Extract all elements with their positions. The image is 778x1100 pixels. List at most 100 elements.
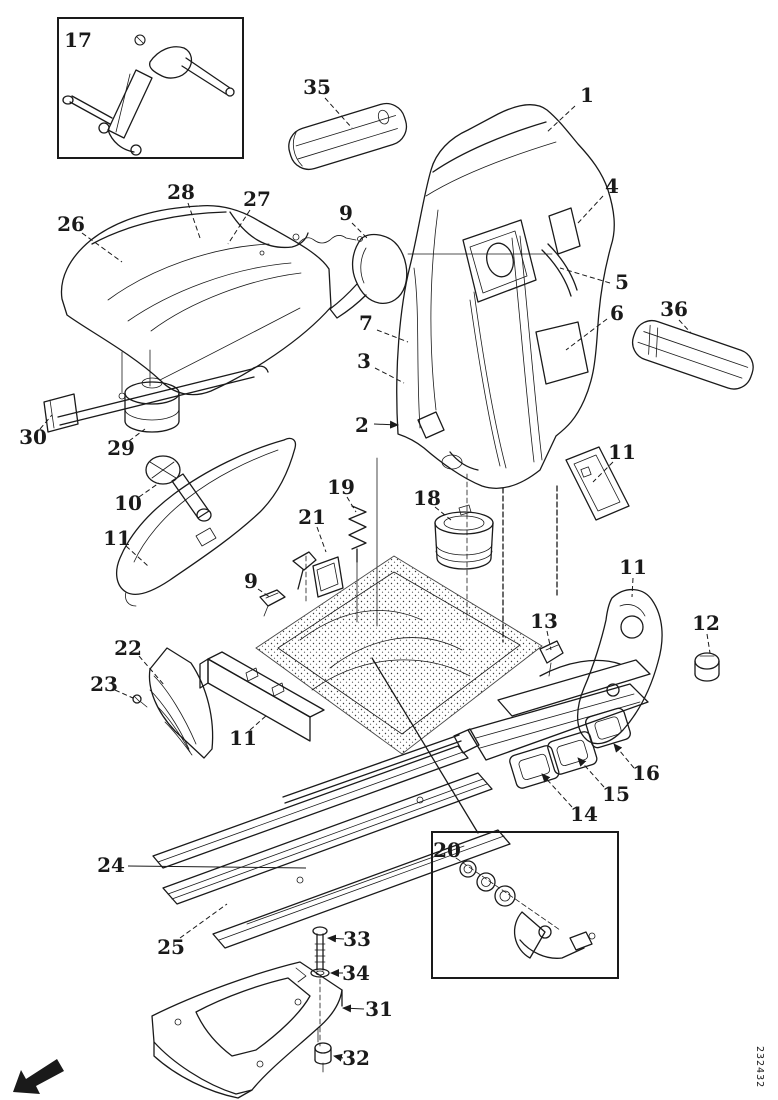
callout-leader-27 — [227, 209, 251, 245]
callout-leader-30 — [39, 414, 53, 430]
callout-label-7: 7 — [359, 311, 373, 335]
part-bolt-33 — [312, 926, 328, 971]
callout-label-5: 5 — [615, 270, 629, 294]
callout-leader-2 — [373, 420, 399, 429]
callout-label-27: 27 — [243, 187, 271, 211]
part-handle-10 — [145, 455, 212, 522]
callout-18: 18 — [413, 486, 452, 521]
callout-label-24: 24 — [97, 853, 125, 877]
part-headrest-guide-9 — [329, 233, 553, 319]
callout-label-10: 10 — [114, 491, 142, 515]
callout-24: 24 — [97, 853, 307, 877]
callout-11: 11 — [619, 555, 647, 598]
callout-leader-24 — [127, 865, 307, 869]
callout-leader-18 — [434, 506, 452, 521]
callout-label-30: 30 — [19, 425, 47, 449]
callout-leader-19 — [346, 496, 357, 513]
callout-label-19: 19 — [327, 475, 355, 499]
callout-label-11: 11 — [619, 555, 647, 579]
callout-label-12: 12 — [692, 611, 720, 635]
callout-label-23: 23 — [90, 672, 118, 696]
callout-label-33: 33 — [343, 927, 371, 951]
inset-reference-line-20 — [371, 657, 479, 834]
callout-label-11: 11 — [229, 726, 257, 750]
callout-label-11: 11 — [608, 440, 636, 464]
callout-leader-3 — [374, 367, 405, 384]
callout-leader-5 — [559, 267, 611, 284]
callout-label-13: 13 — [530, 609, 558, 633]
callout-31: 31 — [342, 997, 393, 1021]
callout-label-1: 1 — [580, 83, 594, 107]
callout-9: 9 — [244, 569, 272, 599]
part-track-assembly-24-25 — [152, 734, 511, 949]
part-clip-9-mid — [259, 589, 286, 617]
callout-leader-13 — [546, 630, 552, 651]
callout-label-29: 29 — [107, 436, 135, 460]
callout-label-35: 35 — [303, 75, 331, 99]
callout-11: 11 — [103, 526, 149, 567]
inset-box-17 — [57, 17, 244, 159]
callout-22: 22 — [114, 636, 166, 687]
part-screw-23 — [132, 694, 148, 708]
callout-leader-1 — [545, 105, 576, 134]
part-lower-rail-right — [453, 659, 651, 789]
part-armrest-pad-35 — [288, 102, 408, 171]
part-seat-back-frame-1 — [396, 104, 615, 489]
part-torsion-rod-30 — [43, 365, 269, 433]
callout-leader-10 — [138, 482, 160, 498]
callout-12: 12 — [692, 611, 720, 654]
part-knob-12 — [694, 652, 720, 682]
callout-label-36: 36 — [660, 297, 688, 321]
callout-label-3: 3 — [357, 349, 371, 373]
callout-23: 23 — [90, 672, 134, 699]
callout-label-4: 4 — [605, 174, 619, 198]
callout-15: 15 — [577, 757, 630, 806]
callout-label-31: 31 — [365, 997, 393, 1021]
callout-leader-9 — [257, 588, 272, 599]
callout-leader-11 — [249, 714, 268, 731]
part-valance-22 — [148, 647, 214, 759]
forward-direction-arrow-icon — [13, 1059, 64, 1094]
callout-label-14: 14 — [570, 802, 598, 826]
part-recliner-plate-11-lower — [576, 588, 663, 745]
callout-25: 25 — [157, 903, 228, 959]
part-height-adjuster-17 — [62, 34, 235, 156]
callout-label-11: 11 — [103, 526, 131, 550]
part-bracket-21 — [292, 551, 344, 602]
callout-label-18: 18 — [413, 486, 441, 510]
callout-leader-28 — [187, 202, 201, 239]
callout-label-2: 2 — [355, 413, 369, 437]
callout-6: 6 — [565, 301, 624, 351]
callout-label-22: 22 — [114, 636, 142, 660]
callout-leader-35 — [324, 97, 353, 129]
part-recliner-gear-20 — [455, 857, 596, 959]
callout-leader-16 — [613, 743, 635, 769]
callout-19: 19 — [327, 475, 357, 513]
callout-label-25: 25 — [157, 935, 185, 959]
part-side-shield-11-left — [115, 437, 297, 607]
callout-28: 28 — [167, 180, 201, 239]
part-shield-plate-11 — [199, 651, 325, 742]
callout-label-21: 21 — [298, 505, 326, 529]
callout-21: 21 — [298, 505, 327, 553]
part-bolster-pad-36 — [631, 319, 754, 390]
callout-leader-21 — [316, 526, 327, 553]
part-canister-18 — [434, 504, 494, 570]
callout-label-20: 20 — [433, 838, 461, 862]
inset-box-20 — [431, 831, 619, 979]
callout-9: 9 — [339, 201, 369, 240]
callout-leader-11 — [631, 577, 634, 598]
callout-5: 5 — [559, 267, 629, 294]
callout-17: 17 — [64, 28, 92, 52]
callout-leader-9 — [351, 222, 369, 240]
callout-label-16: 16 — [632, 761, 660, 785]
callout-leader-33 — [327, 934, 345, 943]
part-link-11-upper — [565, 446, 630, 521]
callout-leader-11 — [125, 545, 149, 567]
callout-leader-25 — [179, 903, 228, 939]
callout-label-17: 17 — [64, 28, 92, 52]
callout-29: 29 — [107, 428, 146, 460]
callout-leader-15 — [577, 757, 605, 788]
callout-label-9: 9 — [244, 569, 258, 593]
part-clip-13 — [539, 640, 564, 677]
